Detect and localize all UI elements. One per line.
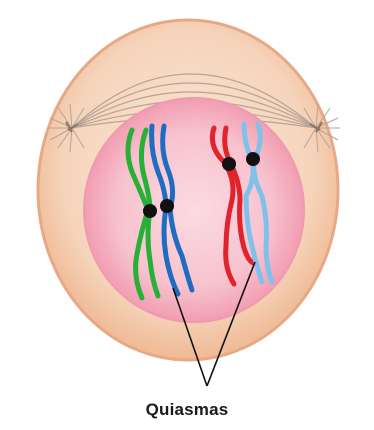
- centromere-blue-light: [246, 152, 260, 166]
- centromere-blue-dark: [160, 199, 174, 213]
- centromere-red: [222, 157, 236, 171]
- chiasmata-label: Quiasmas: [0, 400, 374, 420]
- centromere-green: [143, 204, 157, 218]
